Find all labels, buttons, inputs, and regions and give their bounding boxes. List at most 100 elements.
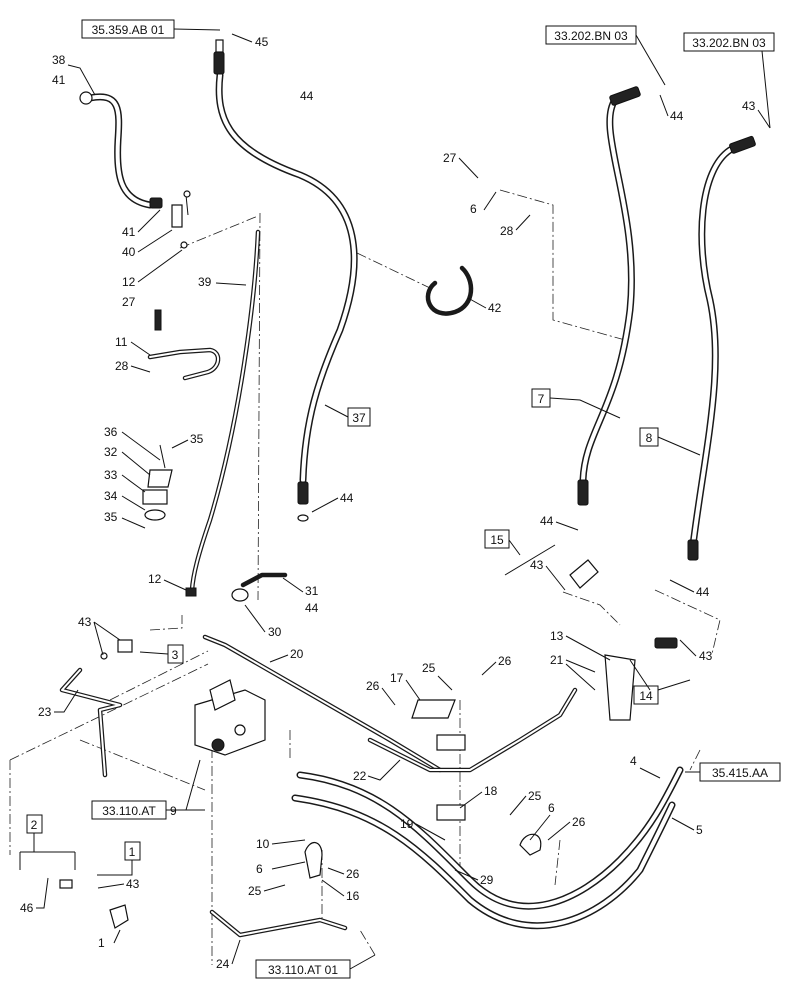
callout-41-top: 41 bbox=[52, 73, 66, 87]
box-2: 2 bbox=[31, 818, 38, 832]
ref-33110: 33.110.AT bbox=[102, 804, 156, 818]
callout-43-8: 43 bbox=[742, 99, 756, 113]
callout-12-low: 12 bbox=[148, 572, 162, 586]
tube-23 bbox=[59, 667, 123, 778]
callout-11: 11 bbox=[115, 335, 128, 349]
callout-24: 24 bbox=[216, 957, 230, 971]
ref-35359: 35.359.AB 01 bbox=[92, 23, 165, 37]
callout-35-low: 35 bbox=[104, 510, 118, 524]
callout-4: 4 bbox=[630, 754, 637, 768]
callout-26-left: 26 bbox=[366, 679, 380, 693]
line-11 bbox=[147, 309, 221, 381]
fitting-30-31 bbox=[231, 572, 288, 602]
callout-44-37: 44 bbox=[300, 89, 314, 103]
callout-44-8low: 44 bbox=[696, 585, 710, 599]
callout-44-mid: 44 bbox=[340, 491, 354, 505]
box-1: 1 bbox=[129, 845, 136, 859]
ref-33202-a: 33.202.BN 03 bbox=[554, 29, 628, 43]
callout-25-right: 25 bbox=[528, 789, 542, 803]
centerlines bbox=[9, 189, 721, 965]
callout-27-right: 27 bbox=[443, 151, 457, 165]
callout-30: 30 bbox=[268, 625, 282, 639]
callout-32: 32 bbox=[104, 445, 118, 459]
tube-24 bbox=[209, 909, 348, 938]
box-3: 3 bbox=[172, 648, 179, 662]
callout-10: 10 bbox=[256, 837, 270, 851]
ref-boxes: 35.359.AB 01 33.202.BN 03 33.202.BN 03 3… bbox=[81, 19, 781, 979]
callout-26-right: 26 bbox=[572, 815, 586, 829]
ref-35415: 35.415.AA bbox=[712, 766, 768, 780]
callout-6-right: 6 bbox=[548, 801, 555, 815]
callout-28-left: 28 bbox=[115, 359, 129, 373]
callout-27-left: 27 bbox=[122, 295, 136, 309]
callout-25-bottom: 25 bbox=[248, 884, 262, 898]
clamp-6-16 bbox=[304, 833, 542, 879]
callout-12-top: 12 bbox=[122, 275, 136, 289]
callout-43-right: 43 bbox=[699, 649, 713, 663]
callout-43-bottom: 43 bbox=[126, 877, 140, 891]
bracket-13-14 bbox=[604, 654, 636, 721]
callout-36: 36 bbox=[104, 425, 118, 439]
callout-6-top: 6 bbox=[470, 202, 477, 216]
callout-6-bottom: 6 bbox=[256, 862, 263, 876]
block-18 bbox=[411, 699, 466, 821]
callout-40: 40 bbox=[122, 245, 136, 259]
callout-17: 17 bbox=[390, 671, 404, 685]
callouts: 45 38 41 41 40 12 39 27 11 28 36 35 32 3… bbox=[20, 33, 771, 971]
callout-23: 23 bbox=[38, 705, 52, 719]
valve-block-9 bbox=[194, 679, 266, 756]
callout-13: 13 bbox=[550, 629, 564, 643]
hose-37 bbox=[213, 39, 358, 522]
callout-35-top: 35 bbox=[190, 432, 204, 446]
callout-45: 45 bbox=[255, 35, 269, 49]
fitting-3 bbox=[100, 639, 133, 660]
callout-41-low: 41 bbox=[122, 225, 136, 239]
callout-5: 5 bbox=[696, 823, 703, 837]
bracket-32-36 bbox=[142, 444, 173, 521]
tube-20 bbox=[202, 634, 443, 773]
hose-4 bbox=[296, 766, 684, 910]
callout-25-top: 25 bbox=[422, 661, 436, 675]
ref-33110-01: 33.110.AT 01 bbox=[268, 963, 338, 977]
hose-5 bbox=[291, 794, 676, 930]
callout-18: 18 bbox=[484, 784, 498, 798]
callout-44-7: 44 bbox=[670, 109, 684, 123]
ref-33202-b: 33.202.BN 03 bbox=[692, 36, 766, 50]
callout-31: 31 bbox=[305, 584, 319, 598]
hose-8 bbox=[654, 135, 756, 649]
callout-19: 19 bbox=[400, 817, 414, 831]
callout-26-top: 26 bbox=[498, 654, 512, 668]
clamp-42 bbox=[425, 265, 474, 316]
callout-39: 39 bbox=[198, 275, 212, 289]
box-37: 37 bbox=[352, 411, 366, 425]
callout-21: 21 bbox=[550, 653, 564, 667]
box-14: 14 bbox=[639, 689, 653, 703]
callout-44-31: 44 bbox=[305, 601, 319, 615]
callout-34: 34 bbox=[104, 489, 118, 503]
callout-29: 29 bbox=[480, 873, 494, 887]
box-15: 15 bbox=[490, 533, 504, 547]
fitting-1-2 bbox=[59, 879, 129, 929]
callout-1: 1 bbox=[98, 936, 105, 950]
box-8: 8 bbox=[646, 431, 653, 445]
callout-46: 46 bbox=[20, 901, 34, 915]
callout-33: 33 bbox=[104, 468, 118, 482]
callout-22: 22 bbox=[353, 769, 367, 783]
callout-16: 16 bbox=[346, 889, 360, 903]
callout-26-bottom: 26 bbox=[346, 867, 360, 881]
callout-9: 9 bbox=[170, 804, 177, 818]
boxed-callouts: 1 2 3 7 8 14 15 37 bbox=[19, 388, 701, 876]
callout-38: 38 bbox=[52, 53, 66, 67]
callout-28-right: 28 bbox=[500, 224, 514, 238]
hose-7 bbox=[569, 86, 641, 589]
tube-39 bbox=[185, 229, 261, 597]
tube-22 bbox=[367, 687, 578, 773]
hose-38 bbox=[79, 91, 191, 249]
callout-43-15: 43 bbox=[530, 558, 544, 572]
callout-44-7low: 44 bbox=[540, 514, 554, 528]
callout-20: 20 bbox=[290, 647, 304, 661]
callout-43-left: 43 bbox=[78, 615, 92, 629]
callout-42: 42 bbox=[488, 301, 502, 315]
